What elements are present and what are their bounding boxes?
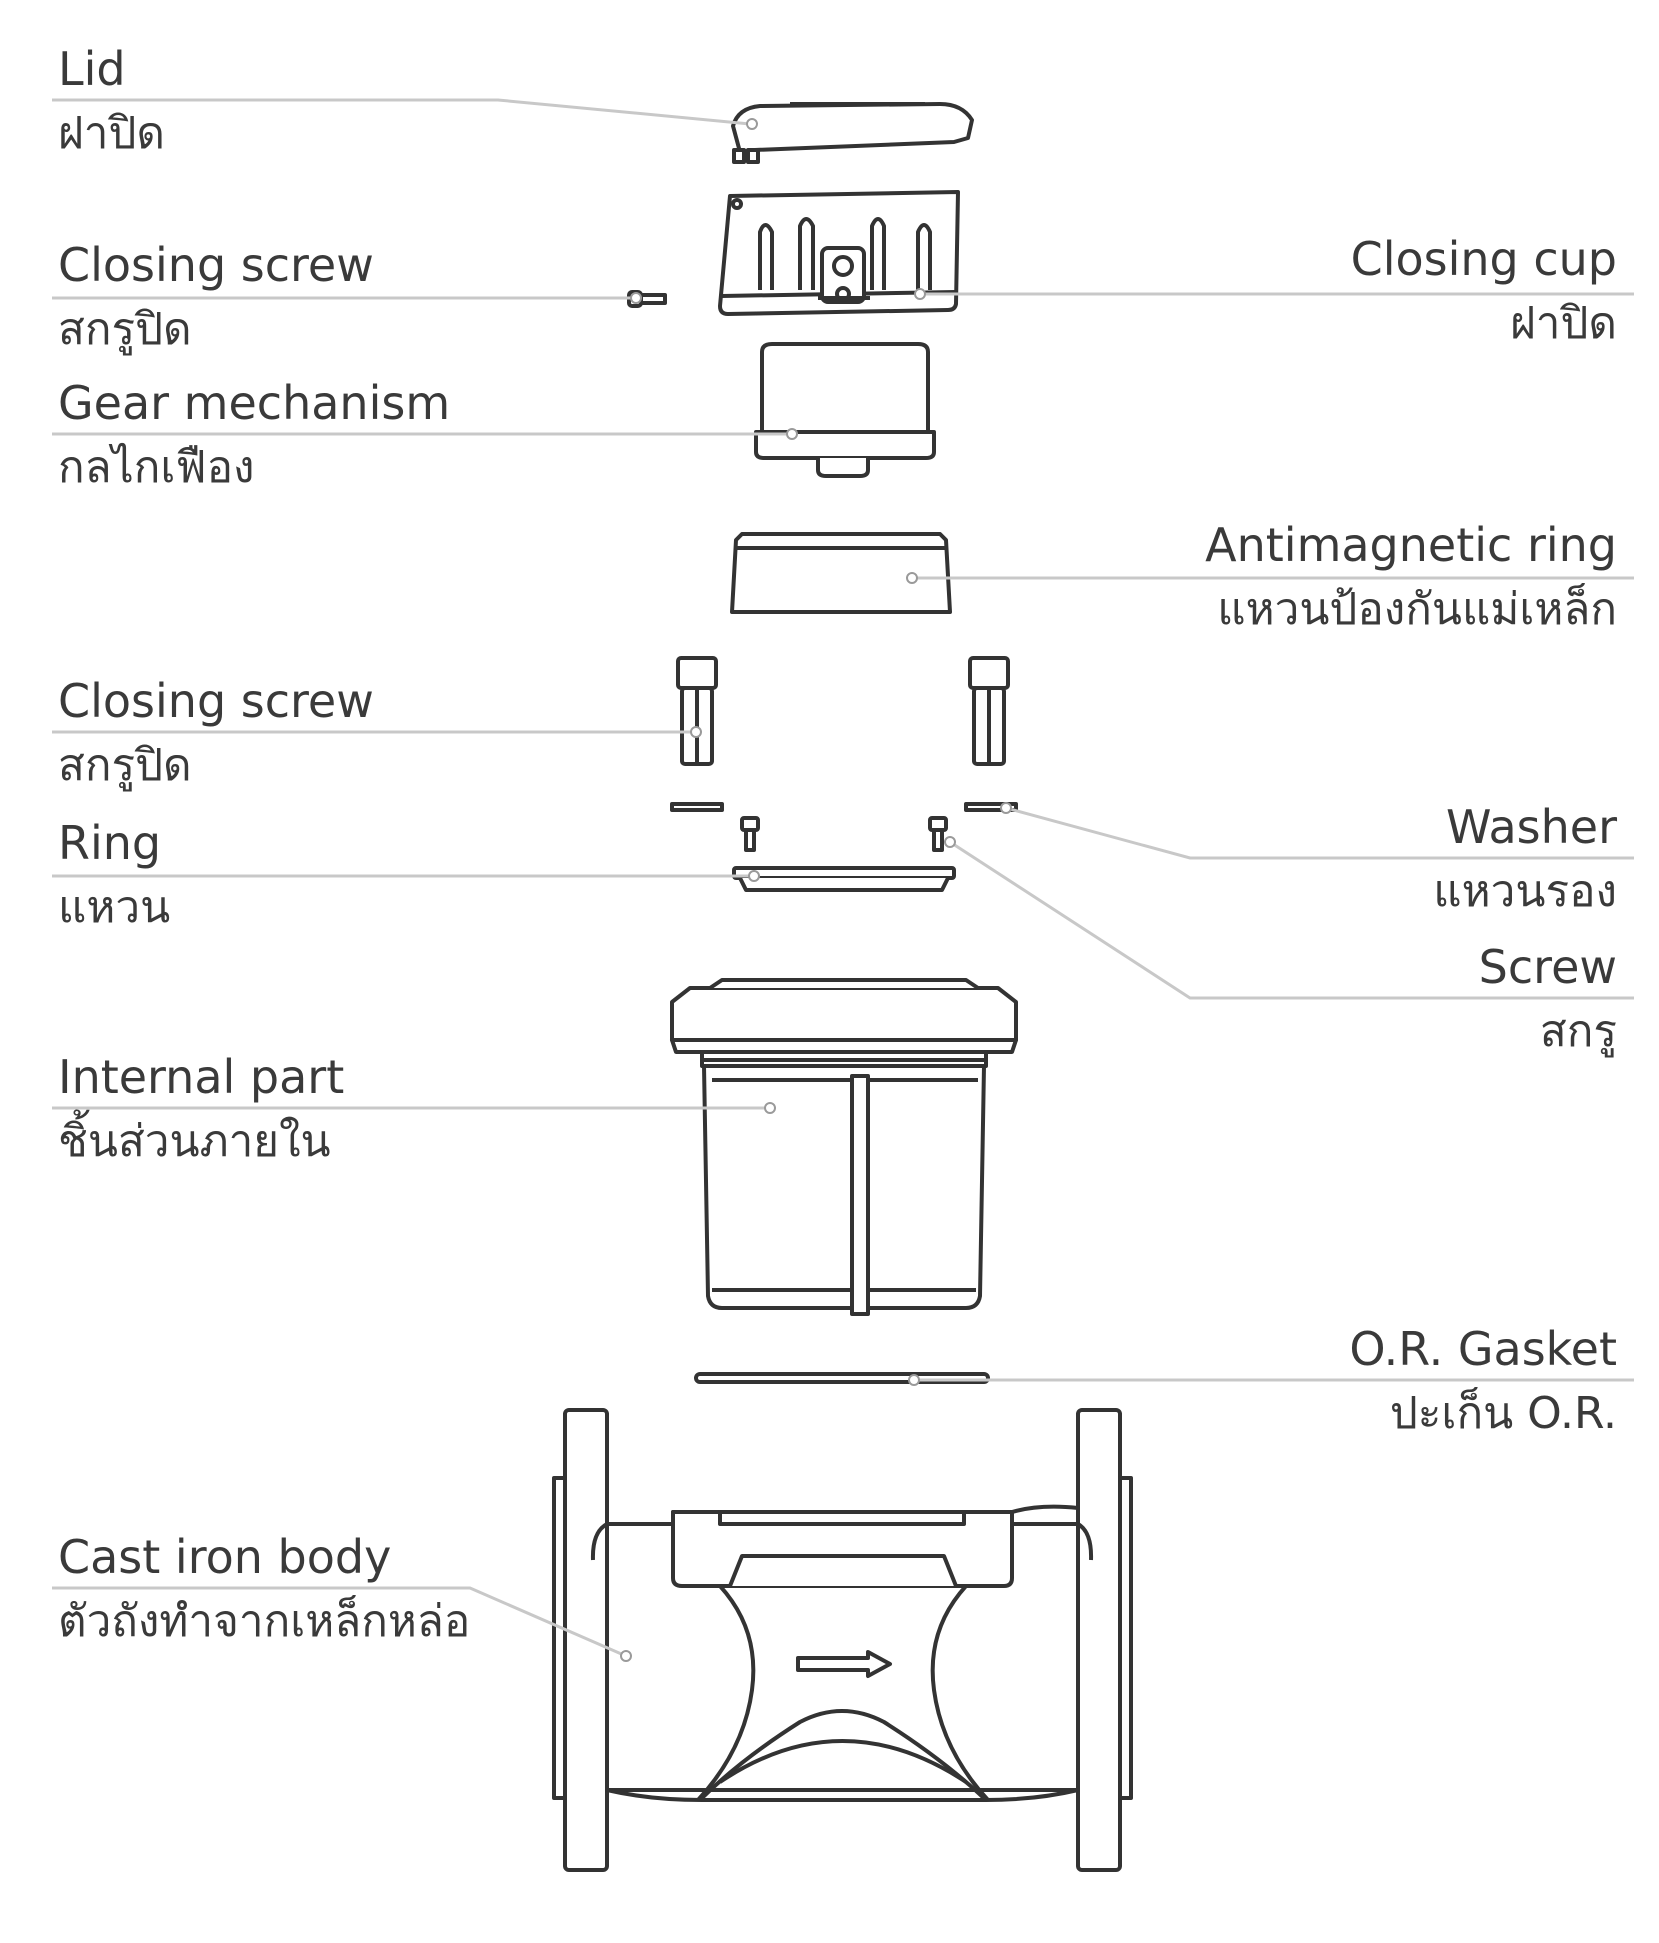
label-screw-th: สกรู bbox=[1539, 1006, 1617, 1057]
lid-part bbox=[731, 102, 974, 164]
label-closing-screw-mid-en: Closing screw bbox=[58, 674, 374, 728]
label-lid-en: Lid bbox=[58, 42, 126, 96]
label-or-gasket-en: O.R. Gasket bbox=[1349, 1322, 1617, 1376]
label-gear-mechanism-th: กลไกเฟือง bbox=[58, 442, 255, 493]
label-closing-cup-th: ฝาปิด bbox=[1510, 298, 1617, 349]
label-closing-screw-top-en: Closing screw bbox=[58, 238, 374, 292]
leader-dots bbox=[620, 118, 1012, 1662]
label-closing-screw-mid-th: สกรูปิด bbox=[58, 740, 192, 791]
leader-lines bbox=[52, 98, 1634, 1658]
label-gear-mechanism-en: Gear mechanism bbox=[58, 376, 451, 430]
label-washer-th: แหวนรอง bbox=[1433, 866, 1617, 917]
label-cast-iron-body-en: Cast iron body bbox=[58, 1530, 392, 1584]
label-closing-screw-top-th: สกรูปิด bbox=[58, 304, 192, 355]
label-internal-part-en: Internal part bbox=[58, 1050, 345, 1104]
washer-part bbox=[670, 802, 1018, 812]
ring-part bbox=[732, 866, 956, 892]
cast-iron-body-part bbox=[552, 1408, 1133, 1872]
screw-part bbox=[740, 816, 948, 852]
gear-mechanism-part bbox=[754, 342, 936, 478]
label-screw-en: Screw bbox=[1478, 940, 1617, 994]
label-antimagnetic-ring-en: Antimagnetic ring bbox=[1205, 518, 1617, 572]
label-ring-en: Ring bbox=[58, 816, 162, 870]
closing-cup-part bbox=[718, 190, 960, 316]
label-cast-iron-body-th: ตัวถังทำจากเหล็กหล่อ bbox=[58, 1596, 471, 1647]
label-closing-cup-en: Closing cup bbox=[1350, 232, 1617, 286]
antimagnetic-ring-part bbox=[730, 532, 952, 614]
label-or-gasket-th: ปะเก็น O.R. bbox=[1389, 1388, 1617, 1439]
label-internal-part-th: ชิ้นส่วนภายใน bbox=[58, 1116, 331, 1167]
label-antimagnetic-ring-th: แหวนป้องกันแม่เหล็ก bbox=[1217, 584, 1617, 635]
label-lid-th: ฝาปิด bbox=[58, 108, 165, 159]
internal-part-part bbox=[670, 978, 1018, 1316]
label-washer-en: Washer bbox=[1445, 800, 1617, 854]
closing-screw-bolts-part bbox=[676, 656, 1010, 766]
label-ring-th: แหวน bbox=[58, 882, 171, 933]
